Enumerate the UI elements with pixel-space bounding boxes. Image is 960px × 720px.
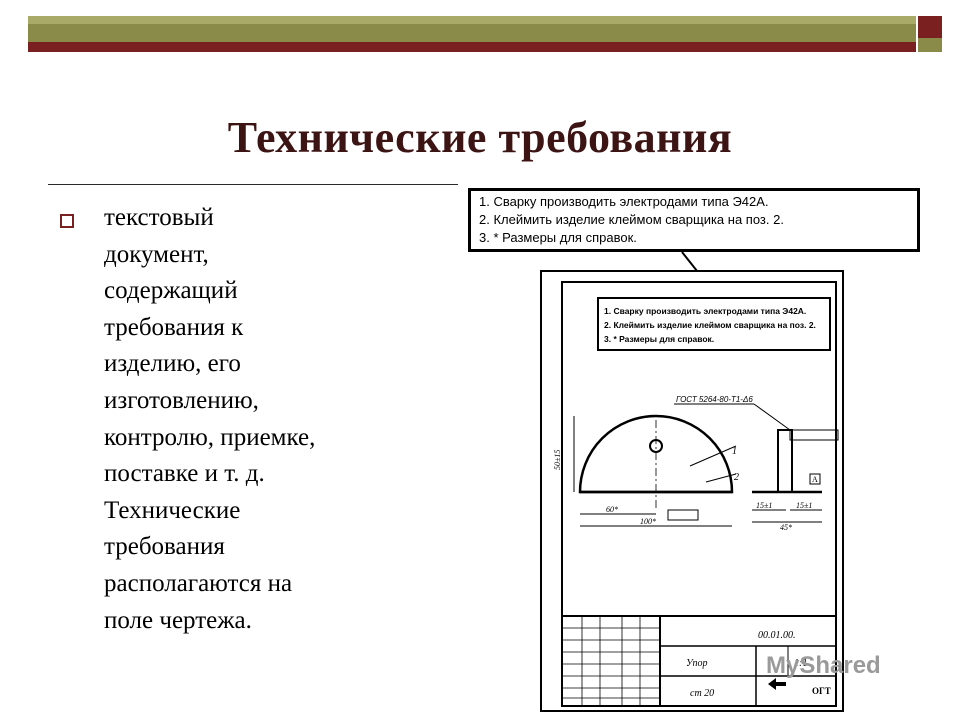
pos2-leader xyxy=(705,473,737,483)
engineering-drawing: 1. Сварку производить электродами типа Э… xyxy=(540,270,850,714)
drawing-sheet: 1. Сварку производить электродами типа Э… xyxy=(540,270,844,712)
dim-100-label: 100* xyxy=(640,517,656,526)
pos2-label: 2 xyxy=(734,472,739,483)
technical-notes-callout: 1. Сварку производить электродами типа Э… xyxy=(468,188,920,252)
maroon-stripe xyxy=(28,42,916,52)
dim-45-label: 45* xyxy=(780,523,792,532)
callout-line-2: 2. Клеймить изделие клеймом сварщика на … xyxy=(479,212,784,227)
corner-square-maroon xyxy=(918,16,942,38)
title-underline xyxy=(48,184,458,185)
title-block xyxy=(561,615,837,707)
stamp-scale: 1:1 xyxy=(794,658,807,669)
drawing-notes-box xyxy=(597,297,831,351)
drawing-note-3: 3. * Размеры для справок. xyxy=(604,334,714,344)
gost-label: ГОСТ 5264-80-Т1-Δ6 xyxy=(676,395,753,404)
stamp-name: Упор xyxy=(686,658,707,669)
datum-box xyxy=(809,473,821,485)
top-decor-bar xyxy=(28,16,942,52)
callout-line-3: 3. * Размеры для справок. xyxy=(479,230,637,245)
drawing-note-2: 2. Клеймить изделие клеймом сварщика на … xyxy=(604,320,816,330)
roughness-symbol xyxy=(667,509,699,521)
semicircle-part xyxy=(578,414,734,494)
corner-square-olive xyxy=(918,38,942,52)
dim-15a-label: 15±1 xyxy=(756,501,772,510)
stamp-org: ОГТ xyxy=(812,686,831,696)
weld-symbol-box xyxy=(789,429,839,441)
slide-title: Технические требования xyxy=(227,113,733,162)
dim-60-label: 60* xyxy=(606,505,618,514)
bullet-square-icon xyxy=(60,214,74,228)
title-block-grid xyxy=(562,616,660,706)
stamp-logo-icon xyxy=(768,678,786,690)
dim-15b-label: 15±1 xyxy=(796,501,812,510)
height-dim-label: 50±15 xyxy=(553,450,562,470)
datum-label: А xyxy=(812,475,818,484)
drawing-note-1: 1. Сварку производить электродами типа Э… xyxy=(604,306,806,316)
gost-leader-diag xyxy=(753,403,791,431)
callout-line-1: 1. Сварку производить электродами типа Э… xyxy=(479,194,769,209)
pos1-leader xyxy=(689,445,737,467)
watermark-logo: MyShared xyxy=(766,652,881,679)
pos1-label: 1 xyxy=(732,446,737,457)
body-text: текстовый документ, содержащий требовани… xyxy=(104,204,316,634)
stamp-material: ст 20 xyxy=(690,688,714,699)
stamp-code: 00.01.00. xyxy=(758,630,796,641)
